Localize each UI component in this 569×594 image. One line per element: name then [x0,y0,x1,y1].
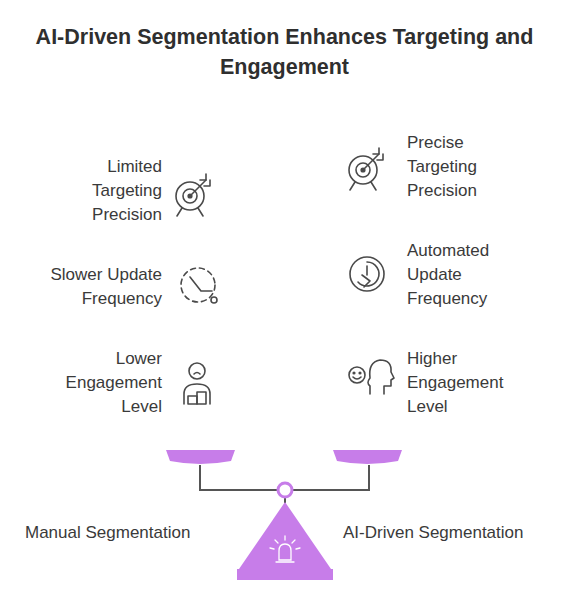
dart-shaft [363,154,379,170]
smiley-mouth [353,377,361,379]
lamp-ray [275,540,278,543]
scale-pan [166,450,235,464]
icon-set [176,148,394,404]
diagram-title: AI-Driven Segmentation Enhances Targetin… [0,22,569,82]
dashed-clock-face [181,268,215,302]
scale-foot [237,569,333,580]
target-icon [176,174,210,216]
scale-side-label: AI-Driven Segmentation [343,521,523,545]
dart-fletch [200,174,206,180]
auto-clock-icon [350,257,384,291]
comparison-label: Lower Engagement Level [57,347,162,419]
clock-face [350,257,384,291]
lamp-ray [296,548,300,549]
lamp-ray [270,548,274,549]
lamp-ray [284,536,285,540]
smiley-eye [359,372,361,374]
dart-fletch [204,180,210,186]
comparison-label: Automated Update Frequency [407,239,517,311]
person-frown [194,373,200,375]
target-leg [198,208,203,216]
lamp-base [276,561,294,562]
slow-clock-icon [181,268,217,303]
desk-box [197,392,206,404]
dart-fletch [373,148,379,154]
lamp-ray [292,540,295,543]
dart-shaft [190,180,206,196]
target-leg [371,182,376,190]
comparison-label: Slower Update Frequency [17,263,162,311]
clock-hand [190,277,212,291]
clock-dot [211,297,217,303]
high-engagement-icon [349,360,394,394]
target-leg [350,182,355,190]
lamp-icon [270,536,300,562]
desk-box [188,396,197,404]
person-head [189,363,205,379]
comparison-label: Precise Targeting Precision [407,131,527,203]
clock-hand [366,266,368,275]
head-profile [368,360,394,394]
smiley-face [349,367,365,383]
target-leg [177,208,182,216]
lamp-body [279,544,291,560]
scale-side-label: Manual Segmentation [25,521,190,545]
comparison-label: Limited Targeting Precision [47,155,162,227]
person-body [184,384,210,404]
smiley-eye [353,372,355,374]
target-icon [349,148,383,190]
scale-base [239,502,331,569]
comparison-label: Higher Engagement Level [407,347,517,419]
refresh-arrow [362,275,370,287]
low-engagement-icon [184,363,210,404]
balance-scale [166,450,402,580]
scale-pivot [278,483,292,497]
dart-fletch [377,154,383,160]
scale-pan [333,450,402,464]
